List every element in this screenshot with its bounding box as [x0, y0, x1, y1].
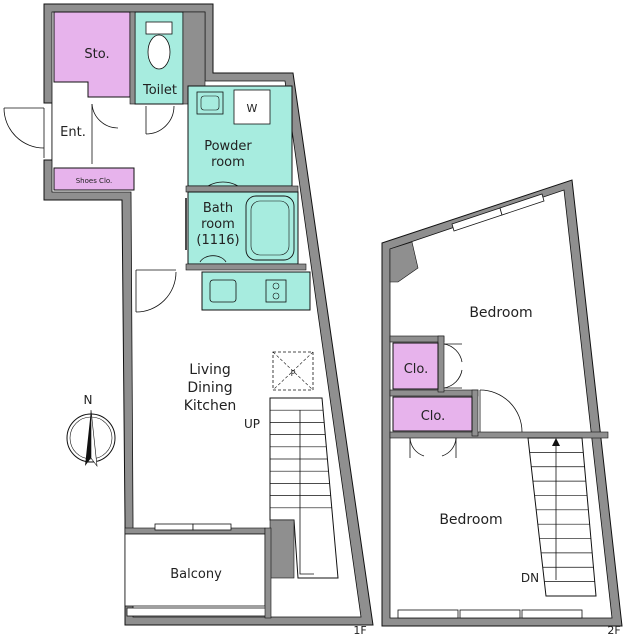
bathtub-inner: [250, 200, 290, 256]
floor-1: Sto. Toilet Ent.: [3, 3, 374, 637]
entrance-area: Ent.: [3, 103, 119, 164]
floor-1-label: 1F: [353, 624, 366, 637]
bedroom-south-window: [397, 609, 583, 619]
storage-room: Sto.: [53, 11, 131, 98]
stair-arrow-1f: [299, 410, 314, 575]
staircase-2f: DN: [521, 437, 597, 597]
kitchen-sink: [209, 279, 237, 303]
closet-1-label: Clo.: [404, 362, 429, 377]
closet-1: Clo.: [392, 342, 463, 390]
balcony-sliding-door: [154, 523, 232, 531]
ldk-door: [135, 269, 177, 313]
shoes-closet: Shoes Clo.: [53, 167, 135, 191]
stair-up-label: UP: [244, 417, 260, 431]
front-door: [3, 107, 45, 158]
bath-room-label-3: (1116): [196, 233, 239, 248]
entrance-label: Ent.: [60, 125, 86, 140]
powder-room-label-2: room: [211, 155, 245, 170]
north-compass: N: [66, 393, 116, 468]
toilet-tank: [145, 21, 173, 35]
washer-label: W: [247, 102, 258, 115]
bath-room-label-1: Bath: [203, 201, 233, 216]
washer-space: [233, 89, 271, 125]
staircase-1f: UP: [244, 397, 339, 579]
closet-2-doors: [409, 437, 457, 458]
closet-2: Clo.: [392, 396, 473, 458]
bath-room-label-2: room: [201, 217, 235, 232]
powder-room-label-1: Powder: [204, 139, 252, 154]
ldk-label-2: Dining: [187, 380, 232, 396]
stair-down-label: DN: [521, 571, 539, 585]
floor-2: Bedroom Clo. Clo.: [381, 179, 623, 637]
toilet-bowl: [147, 34, 171, 70]
pipe-space: P: [272, 351, 314, 391]
ldk-label-1: Living: [189, 362, 231, 378]
ldk-room: Living Dining Kitchen: [184, 362, 237, 414]
bedroom-door: [479, 389, 523, 433]
closet-2-label: Clo.: [421, 409, 446, 424]
pipe-label: P: [291, 369, 296, 378]
washbasin-bowl: [200, 95, 220, 111]
balcony-label: Balcony: [170, 567, 222, 582]
kitchen-counter: [201, 271, 311, 311]
balcony: Balcony: [124, 523, 272, 619]
bedroom-south-label: Bedroom: [439, 512, 502, 528]
bedroom-north-window: [451, 193, 545, 232]
shoes-closet-label: Shoes Clo.: [76, 177, 113, 185]
storage-label: Sto.: [84, 47, 109, 62]
compass-label: N: [84, 393, 93, 407]
powder-room: W Powder room: [187, 85, 293, 187]
stair-arrow-2f-head: [552, 438, 560, 446]
floor-2-label: 2F: [607, 624, 620, 637]
toilet-label: Toilet: [142, 83, 177, 98]
toilet-door: [145, 105, 175, 135]
bedroom-north-label: Bedroom: [469, 305, 532, 321]
toilet-room: Toilet: [134, 11, 184, 105]
closet-1-doors: [443, 343, 463, 389]
bath-room: Bath room (1116): [185, 191, 299, 265]
ldk-label-3: Kitchen: [184, 398, 237, 414]
kitchen-stove: [265, 279, 287, 303]
